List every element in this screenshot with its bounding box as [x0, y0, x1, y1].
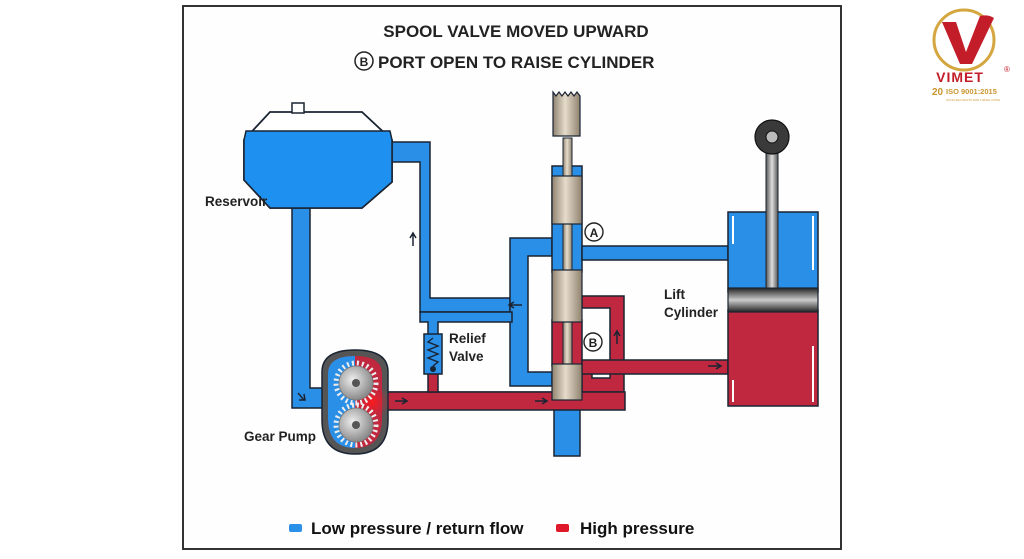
- port-a-line: [581, 245, 729, 261]
- spool-land-middle: [551, 269, 583, 323]
- gear-pump-label: Gear Pump: [244, 429, 316, 444]
- return-header: [509, 237, 553, 387]
- spool-handle: [552, 90, 581, 137]
- svg-text:B: B: [589, 336, 598, 350]
- arrow-right-icon: [535, 397, 549, 405]
- port-a-marker: A: [584, 222, 604, 242]
- legend-label-high: High pressure: [580, 519, 694, 538]
- reservoir: [243, 102, 393, 209]
- port-b-line: [581, 359, 729, 375]
- flow-arrows: [297, 231, 723, 405]
- spool-land-upper: [551, 175, 583, 225]
- logo-brand: VIMET: [936, 69, 984, 85]
- gear-lower: [333, 402, 379, 448]
- vimet-logo: VIMET ® 20 ISO 9001:2015 CUNG ĐẠI NGƯỜI …: [932, 8, 1010, 102]
- legend-swatch-low: [289, 524, 302, 532]
- logo-v-mark: [942, 15, 994, 65]
- piston: [727, 287, 819, 313]
- return-line-upper: [387, 141, 511, 313]
- port-b-marker: B: [583, 332, 603, 352]
- arrow-up-icon: [613, 329, 621, 344]
- arrow-right-icon: [395, 397, 409, 405]
- reservoir-cap: [291, 102, 305, 114]
- logo-registered: ®: [1004, 65, 1010, 74]
- lift-cylinder: [727, 119, 819, 407]
- lift-cylinder-label-1: Lift: [664, 287, 685, 302]
- arrow-left-icon: [507, 301, 522, 309]
- arrow-up-icon: [409, 231, 417, 246]
- title-line-1: SPOOL VALVE MOVED UPWARD: [383, 22, 648, 41]
- arrow-diagonal-icon: [297, 392, 306, 401]
- gear-pump: [321, 349, 390, 455]
- legend-swatch-high: [556, 524, 569, 532]
- cylinder-cap-side: [727, 309, 819, 407]
- reservoir-label: Reservoir: [205, 194, 268, 209]
- gear-upper: [333, 360, 379, 406]
- svg-text:PORT OPEN TO RAISE CYLINDER: PORT OPEN TO RAISE CYLINDER: [378, 53, 654, 72]
- spring-icon: [426, 337, 440, 367]
- logo-tagline: CUNG ĐẠI NGƯỜI DẪN THÀNH CÔNG: [946, 97, 1001, 102]
- title-line-2: B PORT OPEN TO RAISE CYLINDER: [354, 51, 654, 72]
- pressure-main: [384, 391, 626, 411]
- relief-valve-label-1: Relief: [449, 331, 486, 346]
- piston-rod: [765, 145, 779, 289]
- relief-valve: [423, 333, 443, 375]
- legend: Low pressure / return flow High pressure: [289, 519, 694, 538]
- svg-text:B: B: [360, 55, 369, 69]
- legend-label-low: Low pressure / return flow: [311, 519, 524, 538]
- spool-land-lower: [551, 363, 583, 401]
- reservoir-fluid: [243, 130, 393, 209]
- lift-cylinder-label-2: Cylinder: [664, 305, 719, 320]
- relief-valve-label-2: Valve: [449, 349, 484, 364]
- spool-valve: [551, 90, 583, 401]
- port-b-marker-icon: [354, 51, 374, 71]
- logo-iso: ISO 9001:2015: [946, 87, 997, 96]
- arrow-right-icon: [708, 362, 723, 370]
- svg-text:A: A: [590, 226, 599, 240]
- logo-years: 20: [932, 87, 944, 98]
